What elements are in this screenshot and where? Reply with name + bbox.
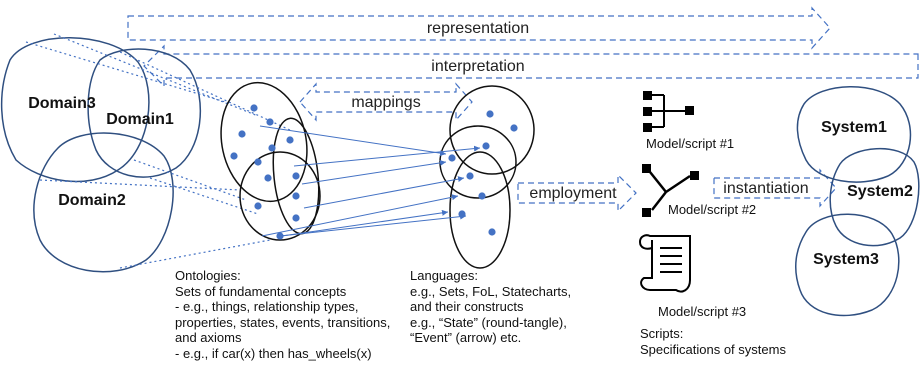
domain2-label: Domain2	[58, 192, 126, 209]
model-script-1-label: Model/script #1	[646, 136, 734, 151]
mapping-lines	[259, 125, 481, 237]
ontologies-line: - e.g., if car(x) then has_wheels(x)	[175, 345, 372, 361]
domain3-label: Domain3	[28, 95, 96, 112]
languages-line: e.g., Sets, FoL, Statecharts,	[410, 283, 572, 299]
domain1-blob	[87, 48, 202, 178]
representation-arrow: representation	[127, 6, 831, 50]
employment-arrow: employment	[517, 173, 637, 213]
ontologies-line: - e.g., things, relationship types,	[175, 299, 359, 314]
system2-blob	[829, 148, 920, 247]
languages-line: Languages:	[410, 268, 478, 283]
employment-label: employment	[529, 185, 617, 202]
ontologies-line: and axioms	[175, 330, 242, 345]
scroll-icon	[639, 234, 691, 293]
ontology-sets	[220, 81, 321, 241]
scripts-line: Specifications of systems	[640, 341, 786, 357]
interpretation-label: interpretation	[431, 58, 524, 75]
languages-line: and their constructs	[410, 299, 524, 314]
model-script-3-label: Model/script #3	[658, 304, 746, 319]
system2-label: System2	[847, 183, 913, 200]
ontologies-line: Ontologies:	[175, 268, 241, 283]
instantiation-arrow: instantiation	[713, 168, 837, 208]
ontology-dots	[230, 104, 300, 240]
domain1-label: Domain1	[106, 111, 174, 128]
system3-label: System3	[813, 251, 879, 268]
system1-label: System1	[821, 119, 887, 136]
languages-line: “Event” (arrow) etc.	[410, 330, 522, 345]
system1-blob	[796, 86, 912, 183]
branch-icon	[642, 164, 699, 217]
scripts-line: Scripts:	[640, 326, 684, 341]
systems-cluster	[794, 86, 920, 317]
model-script-2-label: Model/script #2	[668, 202, 756, 217]
hierarchy-icon	[643, 91, 694, 132]
languages-line: e.g., “State” (round-tangle),	[410, 314, 567, 330]
domains-cluster	[0, 37, 202, 273]
projection-lines	[25, 33, 291, 269]
scripts-description: Scripts: Specifications of systems	[640, 326, 786, 357]
interpretation-arrow: interpretation	[143, 44, 919, 88]
domain3-blob	[0, 37, 150, 183]
ontologies-description: Ontologies: Sets of fundamental concepts…	[175, 268, 390, 361]
domain2-blob	[33, 132, 174, 273]
ontologies-line: properties, states, events, transitions,	[175, 314, 391, 330]
mappings-arrow: mappings	[299, 82, 473, 122]
languages-description: Languages: e.g., Sets, FoL, Statecharts,…	[410, 268, 571, 346]
instantiation-label: instantiation	[723, 180, 808, 197]
system3-blob	[794, 213, 900, 317]
representation-label: representation	[427, 20, 529, 37]
ontologies-line: Sets of fundamental concepts	[175, 283, 347, 299]
mappings-label: mappings	[351, 94, 420, 111]
language-dots	[448, 110, 518, 236]
